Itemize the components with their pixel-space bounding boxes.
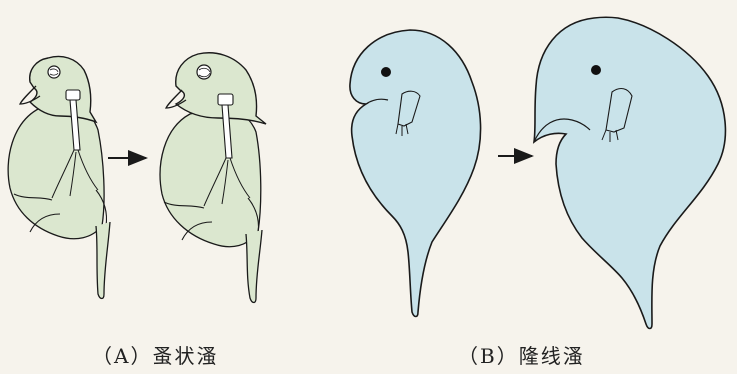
- daphnia-pulex-before-drawing: [8, 57, 110, 299]
- daphnia-pulex-after-drawing: [160, 53, 266, 303]
- daphnia-carinata-before-drawing: [350, 30, 481, 317]
- caption-a: （A）蚤状溞: [92, 340, 218, 369]
- eye-icon: [381, 67, 391, 77]
- panel-a: [8, 53, 266, 303]
- eye-icon: [591, 65, 601, 75]
- panel-b: [350, 17, 726, 328]
- daphnia-carinata-after-drawing: [534, 17, 725, 328]
- caption-b: （B）隆线溞: [458, 340, 585, 369]
